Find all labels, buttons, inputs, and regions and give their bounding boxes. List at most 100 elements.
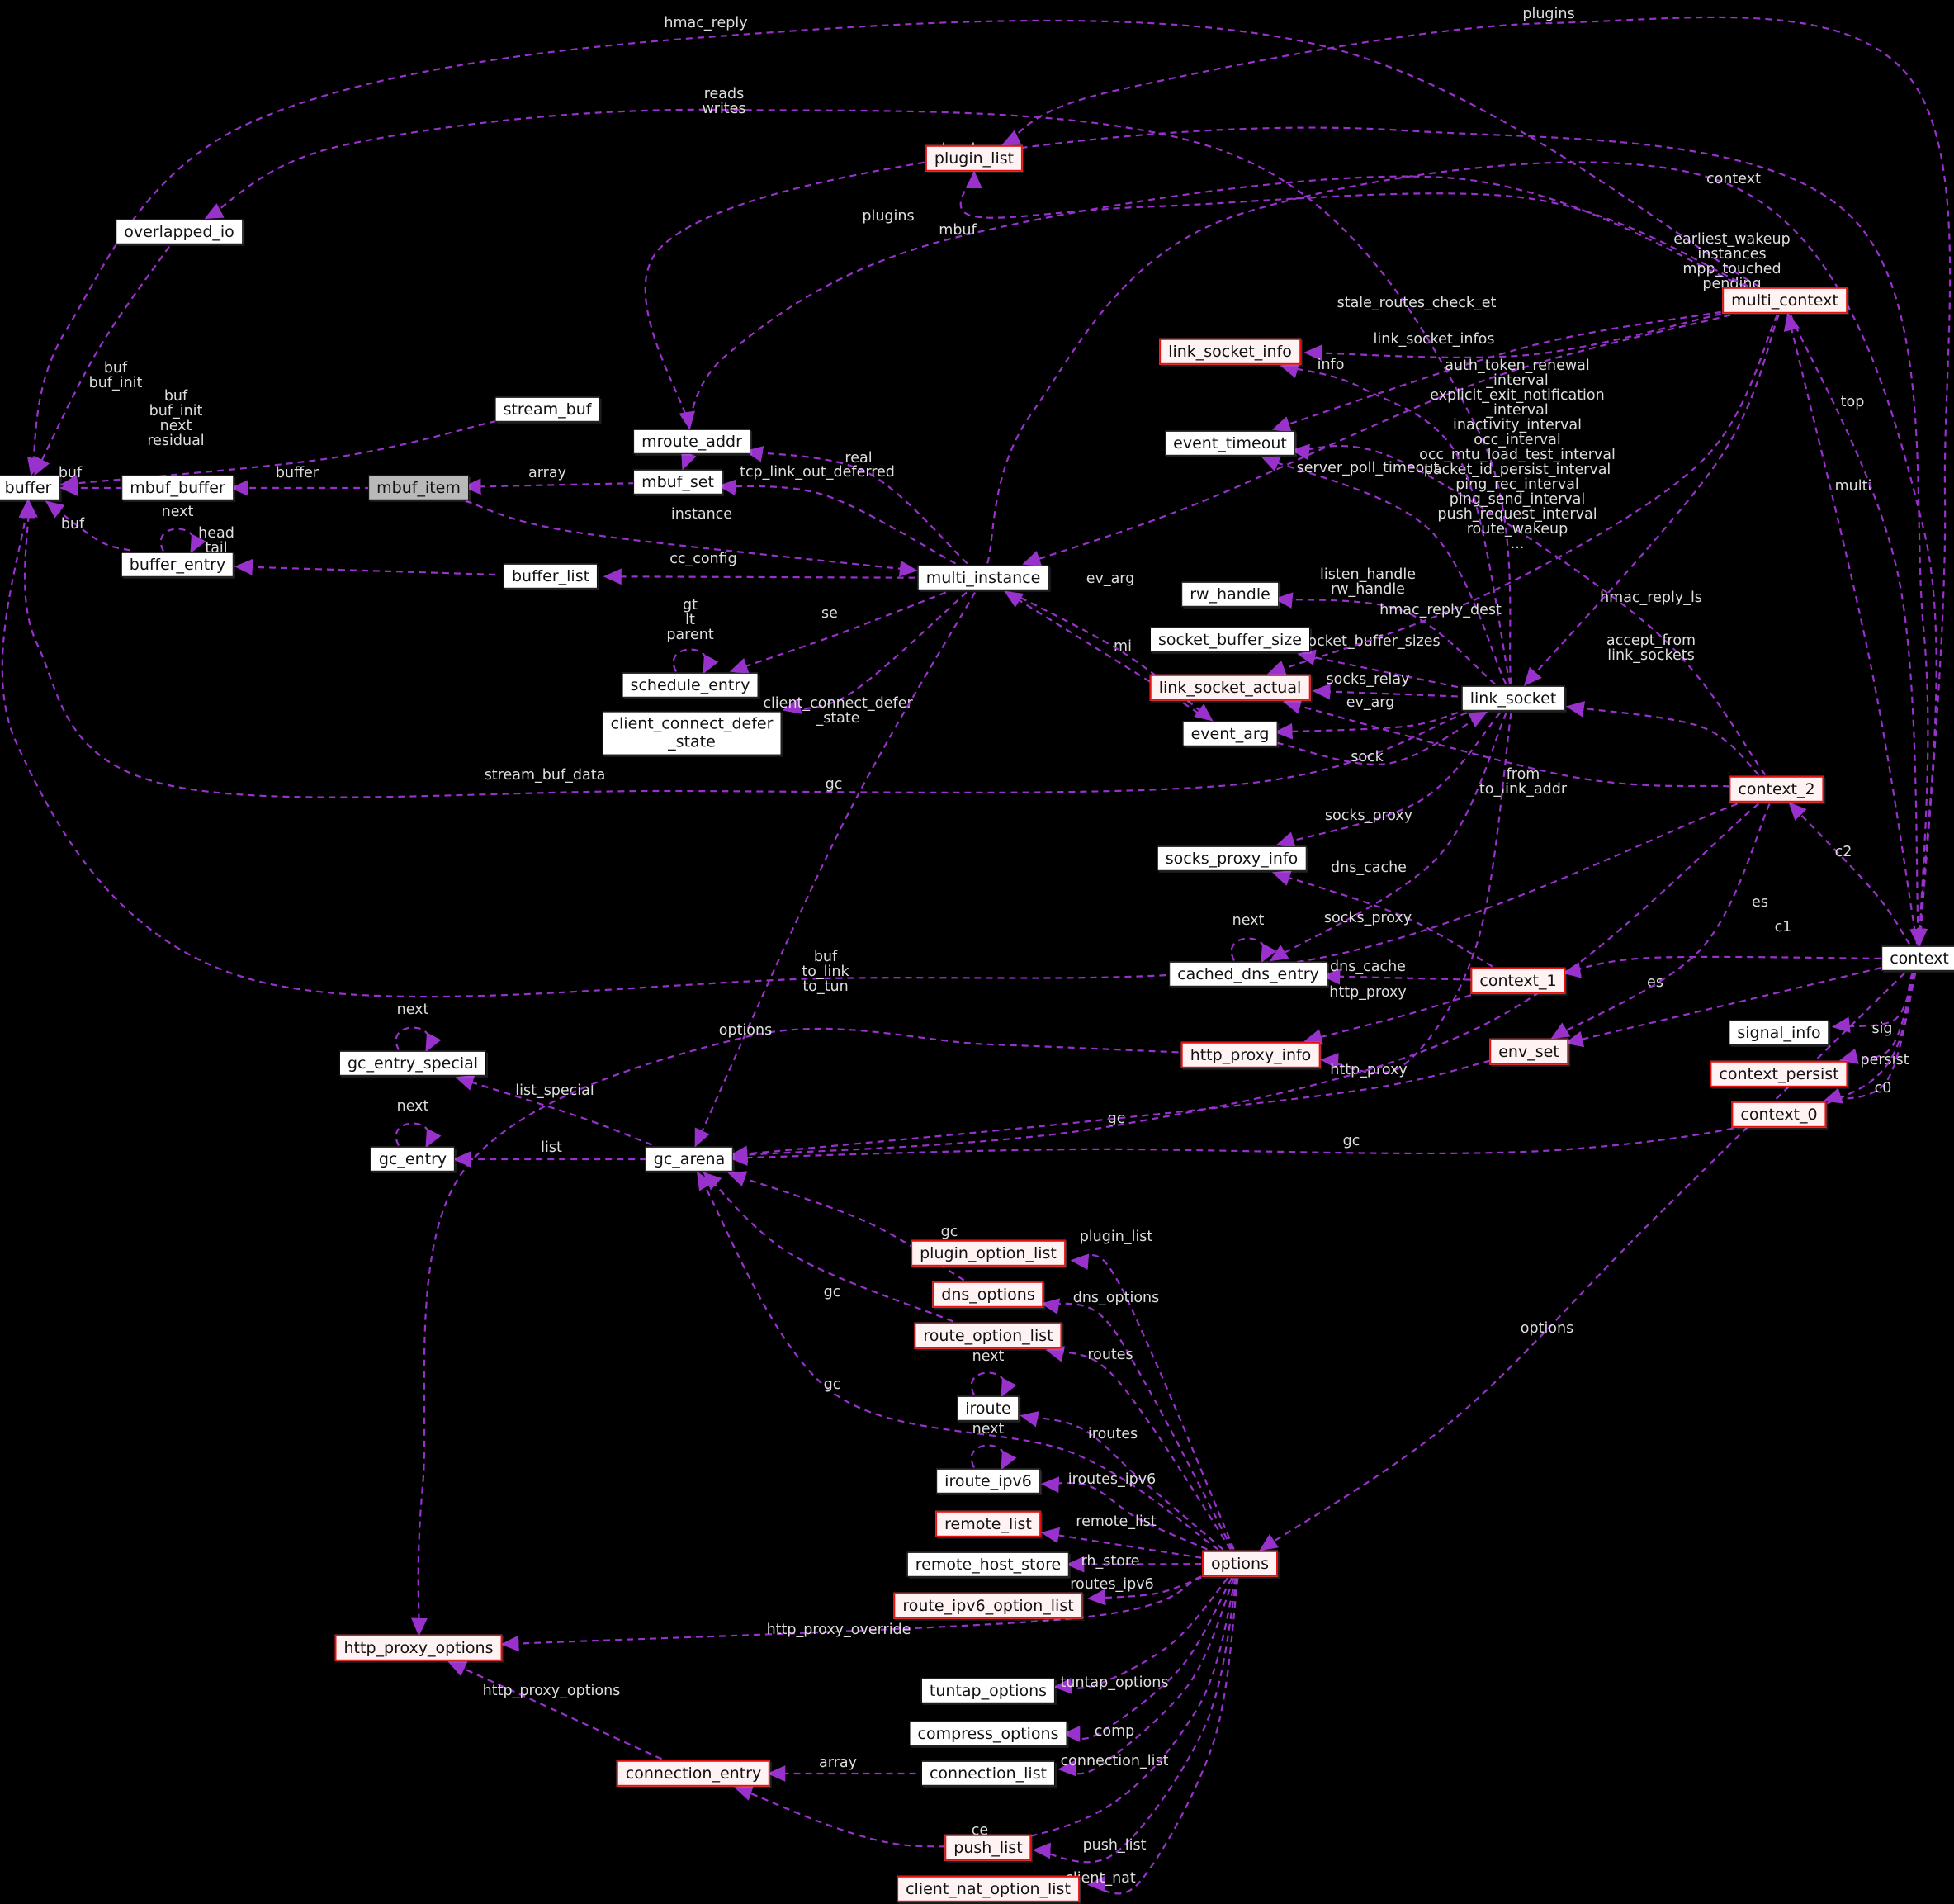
node-client_connect_defer_state[interactable]: client_connect_defer _state	[602, 711, 782, 755]
edge-link_socket-overlapped_io	[204, 108, 1512, 684]
node-mbuf_item[interactable]: mbuf_item	[368, 475, 469, 501]
node-remote_host_store[interactable]: remote_host_store	[906, 1551, 1070, 1578]
node-route_ipv6_option_list[interactable]: route_ipv6_option_list	[893, 1592, 1083, 1620]
node-tuntap_options[interactable]: tuntap_options	[920, 1678, 1056, 1704]
node-mbuf_buffer[interactable]: mbuf_buffer	[121, 475, 234, 501]
node-multi_context[interactable]: multi_context	[1722, 287, 1848, 315]
edge-overlapped_io-buffer	[34, 245, 170, 476]
edge-options-push_list	[1032, 1578, 1238, 1864]
node-context_0[interactable]: context_0	[1731, 1101, 1827, 1129]
edge-event_arg-link_socket	[1276, 711, 1488, 765]
node-stream_buf[interactable]: stream_buf	[494, 396, 600, 423]
node-schedule_entry[interactable]: schedule_entry	[622, 672, 759, 699]
node-context_1[interactable]: context_1	[1470, 967, 1566, 995]
node-context_persist[interactable]: context_persist	[1710, 1060, 1848, 1088]
edge-label-multi_context-event_timeout: stale_routes_check_et	[1337, 295, 1497, 311]
edge-buffer_entry-buffer	[45, 500, 130, 552]
node-multi_instance[interactable]: multi_instance	[917, 565, 1049, 591]
edge-mbuf_item-multi_instance	[465, 500, 918, 577]
node-gc_arena[interactable]: gc_arena	[645, 1146, 734, 1172]
node-mroute_addr[interactable]: mroute_addr	[633, 429, 750, 455]
edge-multi_context-link_socket_actual	[1266, 314, 1778, 676]
edge-link_socket-socket_buffer_size	[1297, 649, 1459, 689]
edge-label-context-plugin_list: plugins	[1522, 6, 1574, 22]
node-mbuf_set[interactable]: mbuf_set	[633, 469, 722, 495]
node-remote_list[interactable]: remote_list	[935, 1510, 1041, 1538]
node-buffer_list[interactable]: buffer_list	[503, 563, 599, 590]
node-link_socket_info[interactable]: link_socket_info	[1159, 338, 1301, 366]
edge-context-multi_context	[1783, 312, 1919, 945]
edge-self-cached_dns_entry	[1230, 937, 1277, 964]
edge-connection_entry-http_proxy_options	[447, 1661, 663, 1760]
edge-multi_instance-mbuf_set	[717, 479, 957, 565]
edge-label-multi_context-link_socket_actual: hmac_reply_dest	[1379, 602, 1502, 618]
node-push_list[interactable]: push_list	[944, 1834, 1032, 1862]
edge-label-gc_entry-gc_entry: next	[397, 1098, 429, 1115]
node-buffer[interactable]: buffer	[0, 475, 60, 501]
node-iroute[interactable]: iroute	[957, 1395, 1020, 1422]
edge-context-signal_info	[1831, 973, 1914, 1034]
node-rw_handle[interactable]: rw_handle	[1181, 581, 1279, 608]
edge-label-options-iroute: iroutes	[1088, 1426, 1138, 1442]
node-event_arg[interactable]: event_arg	[1182, 721, 1278, 747]
node-plugin_list[interactable]: plugin_list	[925, 144, 1024, 173]
edge-link_socket-rw_handle	[1274, 592, 1496, 685]
edge-label-options-dns_options: dns_options	[1073, 1290, 1160, 1306]
edge-label-link_socket-link_socket_actual: socks_relay	[1327, 671, 1410, 688]
node-socket_buffer_size[interactable]: socket_buffer_size	[1150, 627, 1310, 653]
node-signal_info[interactable]: signal_info	[1729, 1020, 1829, 1046]
node-plugin_option_list[interactable]: plugin_option_list	[911, 1239, 1066, 1267]
edge-link_socket-event_arg	[1274, 712, 1459, 740]
node-http_proxy_options[interactable]: http_proxy_options	[334, 1634, 503, 1662]
edge-context-env_set	[1564, 967, 1881, 1048]
edge-self-gc_entry	[395, 1122, 442, 1149]
edge-options-remote_list	[1040, 1527, 1202, 1559]
node-http_proxy_info[interactable]: http_proxy_info	[1180, 1041, 1321, 1069]
edge-self-buffer_entry	[159, 528, 206, 554]
node-options[interactable]: options	[1202, 1550, 1278, 1578]
edge-label-multi_instance-gc_arena: gc	[826, 776, 843, 793]
edge-context_2-gc_arena	[729, 803, 1760, 1163]
node-socks_proxy_info[interactable]: socks_proxy_info	[1157, 845, 1307, 872]
node-dns_options[interactable]: dns_options	[932, 1281, 1044, 1309]
edge-link_socket-cached_dns_entry	[1269, 713, 1507, 962]
node-client_nat_option_list[interactable]: client_nat_option_list	[897, 1875, 1080, 1903]
edge-label-mbuf_item-multi_instance: instance	[671, 506, 732, 523]
node-link_socket[interactable]: link_socket	[1461, 685, 1565, 712]
node-gc_entry_special[interactable]: gc_entry_special	[338, 1050, 487, 1077]
node-iroute_ipv6[interactable]: iroute_ipv6	[936, 1468, 1040, 1494]
node-compress_options[interactable]: compress_options	[909, 1721, 1067, 1747]
node-gc_entry[interactable]: gc_entry	[370, 1146, 456, 1172]
edge-label-multi_context-context: top	[1841, 394, 1865, 410]
node-context[interactable]: context	[1881, 945, 1954, 972]
node-cached_dns_entry[interactable]: cached_dns_entry	[1169, 961, 1327, 988]
node-link_socket_actual[interactable]: link_socket_actual	[1149, 674, 1311, 702]
edge-label-mbuf_item-mbuf_buffer: buffer	[276, 465, 319, 481]
node-route_option_list[interactable]: route_option_list	[914, 1322, 1062, 1350]
edge-multi_instance-context	[986, 161, 1937, 947]
edge-self-iroute	[970, 1371, 1017, 1398]
edge-label-multi_instance-event_arg: ev_arg	[1086, 571, 1135, 587]
edge-label-options-compress_options: comp	[1095, 1723, 1134, 1740]
edge-link_socket-link_socket_info	[1280, 362, 1512, 684]
node-connection_entry[interactable]: connection_entry	[616, 1760, 771, 1788]
edge-context-options	[1259, 972, 1905, 1551]
edge-multi_context-mbuf_set	[681, 175, 1745, 471]
node-context_2[interactable]: context_2	[1729, 775, 1824, 803]
edge-label-mbuf_buffer-buffer: buf	[59, 465, 83, 481]
edge-multi_instance-event_arg	[1010, 591, 1214, 722]
node-event_timeout[interactable]: event_timeout	[1165, 430, 1295, 457]
edge-options-route_option_list	[1045, 1346, 1232, 1551]
edge-context-context_1	[1562, 955, 1881, 978]
node-buffer_entry[interactable]: buffer_entry	[121, 552, 234, 578]
node-connection_list[interactable]: connection_list	[920, 1760, 1056, 1787]
node-env_set[interactable]: env_set	[1489, 1038, 1568, 1066]
edge-context_1-http_proxy_info	[1303, 994, 1472, 1045]
node-overlapped_io[interactable]: overlapped_io	[116, 219, 243, 245]
edge-label-multi_instance-context: context	[1706, 171, 1761, 187]
